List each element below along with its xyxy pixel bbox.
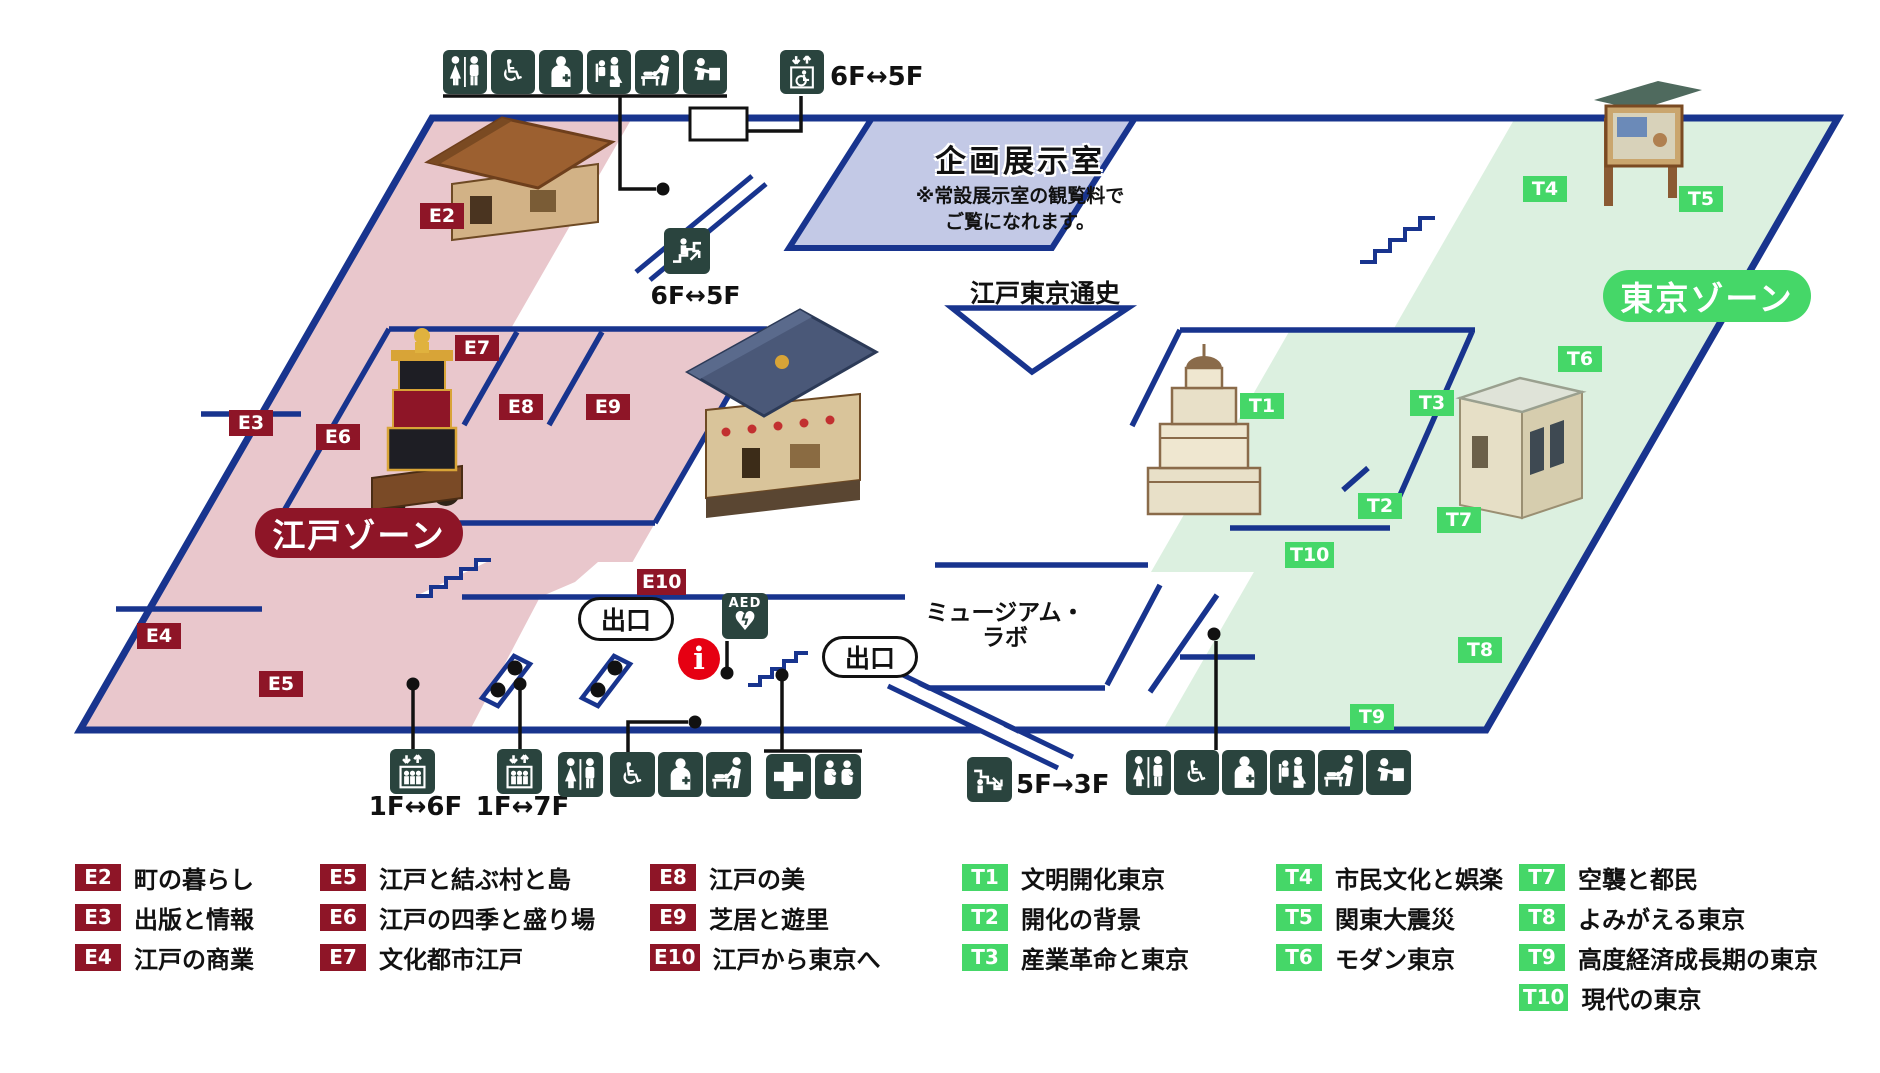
marker-t7: T7 bbox=[1437, 507, 1481, 533]
first-aid-icon bbox=[1222, 750, 1267, 795]
history-corridor-label: 江戸東京通史 bbox=[969, 279, 1120, 308]
marker-e3: E3 bbox=[229, 410, 273, 436]
diaper-change-icon bbox=[1318, 750, 1363, 795]
diaper-change-icon bbox=[706, 752, 751, 797]
museum-lab-label: ミュージアム・ ラボ bbox=[925, 600, 1085, 651]
marker-t4: T4 bbox=[1523, 176, 1567, 202]
edo-zone-badge: 江戸ゾーン bbox=[255, 508, 463, 558]
wheelchair-icon: ♿ bbox=[491, 50, 535, 94]
exit-badge-west: 出口 bbox=[578, 597, 674, 641]
stairs-center bbox=[748, 651, 808, 687]
elevator-1f6f-icon bbox=[390, 749, 435, 794]
leader-dots bbox=[406, 182, 1221, 729]
marker-t6: T6 bbox=[1558, 346, 1602, 372]
restroom-icon bbox=[443, 50, 487, 94]
marker-t5: T5 bbox=[1679, 186, 1723, 212]
marker-t8: T8 bbox=[1458, 637, 1502, 663]
stairs-top-right bbox=[1360, 216, 1435, 264]
marker-e7: E7 bbox=[455, 335, 499, 361]
elevator-1f7f-label: 1F↔7F bbox=[475, 792, 570, 822]
marker-e2: E2 bbox=[420, 203, 464, 229]
escalator-bank-1 bbox=[478, 653, 534, 709]
stairs-mid-left bbox=[416, 558, 491, 598]
family-room-icon bbox=[815, 754, 861, 799]
information-icon: i bbox=[678, 638, 720, 680]
escalator-bank-2 bbox=[578, 653, 634, 709]
tokyo-zone-badge: 東京ゾーン bbox=[1603, 270, 1811, 322]
first-aid-station-icon bbox=[766, 754, 811, 799]
special-exhibition-title: 企画展示室 bbox=[935, 144, 1105, 180]
nursing-room-icon bbox=[1270, 750, 1315, 795]
marker-e6: E6 bbox=[316, 424, 360, 450]
restroom-icon bbox=[558, 752, 603, 797]
first-aid-icon bbox=[658, 752, 703, 797]
marker-e9: E9 bbox=[586, 394, 630, 420]
wheelchair-icon: ♿ bbox=[1174, 750, 1219, 795]
stairs bbox=[416, 216, 1435, 687]
exit-badge-center: 出口 bbox=[822, 636, 918, 678]
special-exhibition-note-1: ※常設展示室の観覧料で bbox=[915, 185, 1125, 207]
drinking-fountain-icon bbox=[683, 50, 727, 94]
aed-icon: AED ♥ϟ bbox=[722, 593, 768, 639]
first-aid-icon bbox=[539, 50, 583, 94]
special-exhibition-note-2: ご覧になれます。 bbox=[944, 211, 1096, 233]
special-exhibition-fill bbox=[789, 118, 1135, 248]
bank-building-illustration bbox=[1455, 376, 1587, 520]
wheelchair-icon: ♿ bbox=[610, 752, 655, 797]
escalator-up-icon bbox=[664, 228, 710, 274]
marker-t9: T9 bbox=[1350, 704, 1394, 730]
marker-e4: E4 bbox=[137, 623, 181, 649]
diaper-change-icon bbox=[635, 50, 679, 94]
marker-e10: E10 bbox=[637, 569, 687, 595]
kabuki-theater-illustration bbox=[684, 308, 880, 518]
elevator-wheelchair-icon bbox=[780, 50, 824, 94]
elevator-top-label: 6F↔5F bbox=[830, 62, 924, 92]
drinking-fountain-icon bbox=[1366, 750, 1411, 795]
marker-t1: T1 bbox=[1240, 393, 1284, 419]
escalator-down-label: 5F→3F bbox=[1016, 770, 1110, 800]
escalator-mid-label: 6F↔5F bbox=[650, 281, 741, 310]
restroom-icon bbox=[1126, 750, 1171, 795]
tokyo-zone-label: 東京ゾーン bbox=[1620, 279, 1794, 318]
escalator-down-icon bbox=[967, 757, 1012, 802]
marker-t10: T10 bbox=[1285, 542, 1335, 568]
elevator-1f6f-label: 1F↔6F bbox=[368, 792, 463, 822]
leader-lines bbox=[411, 94, 1218, 753]
elevator-1f7f-icon bbox=[497, 749, 542, 794]
nursing-room-icon bbox=[587, 50, 631, 94]
marker-t3: T3 bbox=[1410, 390, 1454, 416]
signboard-illustration bbox=[1594, 81, 1702, 206]
meiji-tower-illustration bbox=[1146, 344, 1262, 516]
marker-t2: T2 bbox=[1358, 493, 1402, 519]
marker-e8: E8 bbox=[499, 394, 543, 420]
edo-zone-label: 江戸ゾーン bbox=[272, 516, 446, 555]
marker-e5: E5 bbox=[259, 671, 303, 697]
